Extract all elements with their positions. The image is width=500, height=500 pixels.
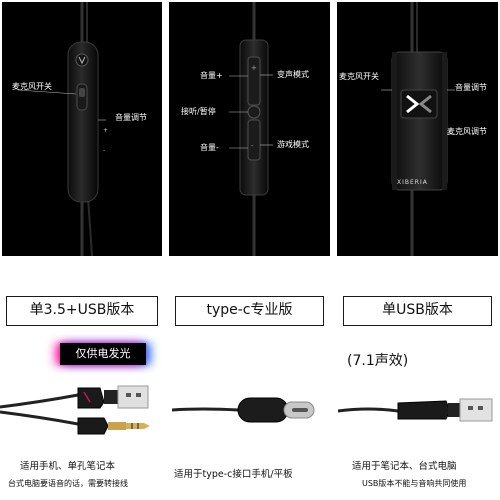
panel-type-c-controller: + - 音量+ 变声模式 接听/暂停 音量- 游戏模式 [169, 2, 330, 256]
mic-logo-icon [75, 53, 89, 67]
volume-up-label: 音量+ [200, 71, 223, 80]
mic-volume-label: 麦克风调节 [447, 127, 487, 136]
audio-jack-icon [126, 423, 144, 429]
answer-pause-button [247, 105, 261, 119]
mic-switch-label: 麦克风开关 [339, 72, 379, 81]
version-label-type-c: type-c专业版 [175, 296, 324, 326]
caption-type-c: 适用于type-c接口手机/平板 [174, 469, 293, 480]
panel-usb-controller: 麦克风开关 音量调节 麦克风调节 XIBERIA [337, 2, 498, 256]
caption-usb: 适用于笔记本、台式电脑 [352, 461, 457, 472]
note-usb: USB版本不能与音响共同使用 [362, 479, 467, 488]
volume-rocker [247, 56, 261, 106]
panel-3.5-usb-controller: + - 麦克风开关 音量调节 [2, 2, 162, 256]
game-mode-label: 游戏模式 [277, 140, 309, 149]
voice-change-label: 变声模式 [277, 70, 309, 79]
surround-sound-note: (7.1声效) [347, 353, 409, 369]
inline-controller-type-c-illustration: + - [229, 2, 273, 256]
usb-plug-icon [459, 398, 493, 422]
version-label-3.5-usb: 单3.5+USB版本 [6, 296, 158, 326]
note-3.5-usb: 台式电脑要语音的话，需要转接线 [8, 479, 128, 488]
svg-text:+: + [103, 127, 108, 134]
svg-text:-: - [251, 142, 254, 150]
connector-type-c-illustration [172, 397, 315, 423]
answer-pause-label: 接听/暂停 [181, 107, 216, 116]
caption-3.5-usb: 适用手机、单孔笔记本 [20, 461, 116, 472]
svg-text:+: + [251, 64, 257, 72]
volume-label: 音量调节 [455, 83, 487, 92]
version-label-usb: 单USB版本 [343, 296, 492, 326]
volume-down-label: 音量- [200, 143, 219, 152]
inline-controller-3.5-illustration: + - [17, 2, 108, 256]
power-glow-badge: 仅供电发光 [60, 343, 146, 365]
volume-label: 音量调节 [115, 113, 147, 122]
svg-text:-: - [103, 147, 105, 154]
brand-label: XIBERIA [397, 179, 428, 186]
inline-controller-usb-illustration [381, 2, 455, 256]
type-c-plug-icon [237, 397, 289, 423]
connector-usb-illustration [338, 398, 493, 422]
connector-3.5-usb-illustration [0, 385, 150, 435]
usb-plug-icon [117, 385, 149, 409]
mic-switch-label: 麦克风开关 [12, 82, 52, 91]
